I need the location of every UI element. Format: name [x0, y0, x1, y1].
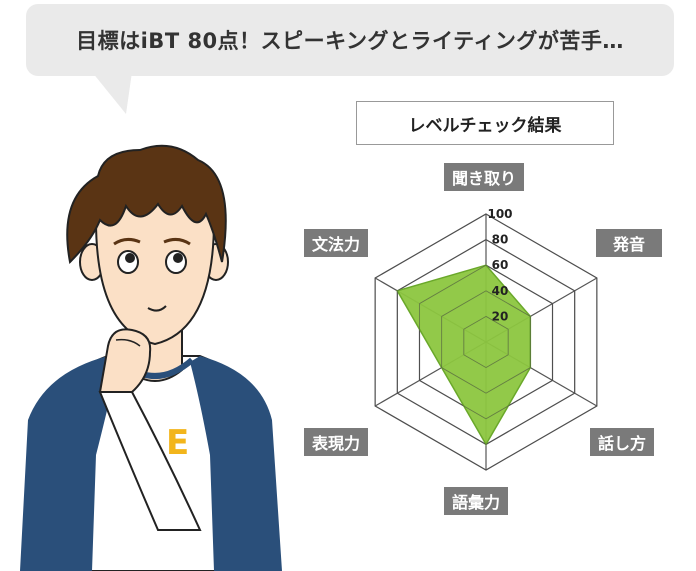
speech-bubble: [26, 4, 674, 76]
hair: [66, 144, 227, 265]
axis-label-grammar: 文法力: [304, 229, 369, 257]
axis-label-listening: 聞き取り: [444, 163, 525, 191]
tick-label-60: 60: [492, 258, 509, 272]
tick-label-80: 80: [492, 233, 509, 247]
tick-label-100: 100: [487, 207, 512, 221]
axis-label-vocabulary: 語彙力: [444, 487, 509, 515]
chart-title: レベルチェック結果: [356, 101, 614, 145]
axis-label-pronunciation: 発音: [596, 229, 662, 257]
tick-label-40: 40: [492, 284, 509, 298]
axis-label-speaking: 話し方: [590, 428, 655, 456]
tick-label-20: 20: [492, 309, 509, 323]
arm: [98, 391, 202, 531]
left-sleeve: [20, 356, 118, 571]
mouth: [147, 305, 167, 312]
grid-overlay-60: [419, 264, 553, 420]
grid-overlay-100: [374, 213, 598, 471]
grid-overlay-40: [441, 290, 531, 394]
grid-overlay-20: [463, 315, 509, 369]
axis-label-expression: 表現力: [304, 428, 369, 456]
speech-bubble-text: 目標はiBT 80点！スピーキングとライティングが苦手…: [76, 29, 624, 53]
shirt-letter: E: [166, 423, 189, 463]
right-sleeve: [190, 356, 282, 571]
grid-overlay-80: [396, 239, 576, 445]
